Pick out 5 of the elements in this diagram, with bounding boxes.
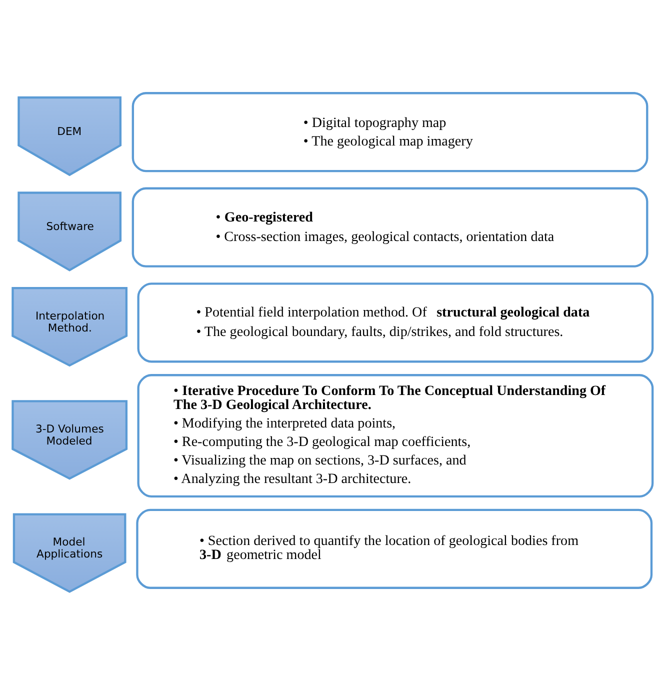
node-box: • Geo-registered • Cross-section images, geological contacts, orientation data	[132, 186, 648, 267]
node-box: • Iterative Procedure To Conform To The Conceptual Understanding Of The 3-D Geological Architecture. • Modifying the interpreted data points, • Re-computing the 3-D geological map coefficients, • Visualizing the map on sections, 3-D surfaces, and • Analyzing the resultant 3-D architecture.	[137, 374, 654, 497]
node-box: • Potential field interpolation method. Of structural geological data • The geological boundary, faults, dip/strikes, and fold structures.	[137, 282, 654, 362]
node-box: • Digital topography map • The geological map imagery	[132, 92, 648, 172]
node-box: • Section derived to quantify the location of geological bodies from 3-D geometric model	[136, 508, 653, 588]
